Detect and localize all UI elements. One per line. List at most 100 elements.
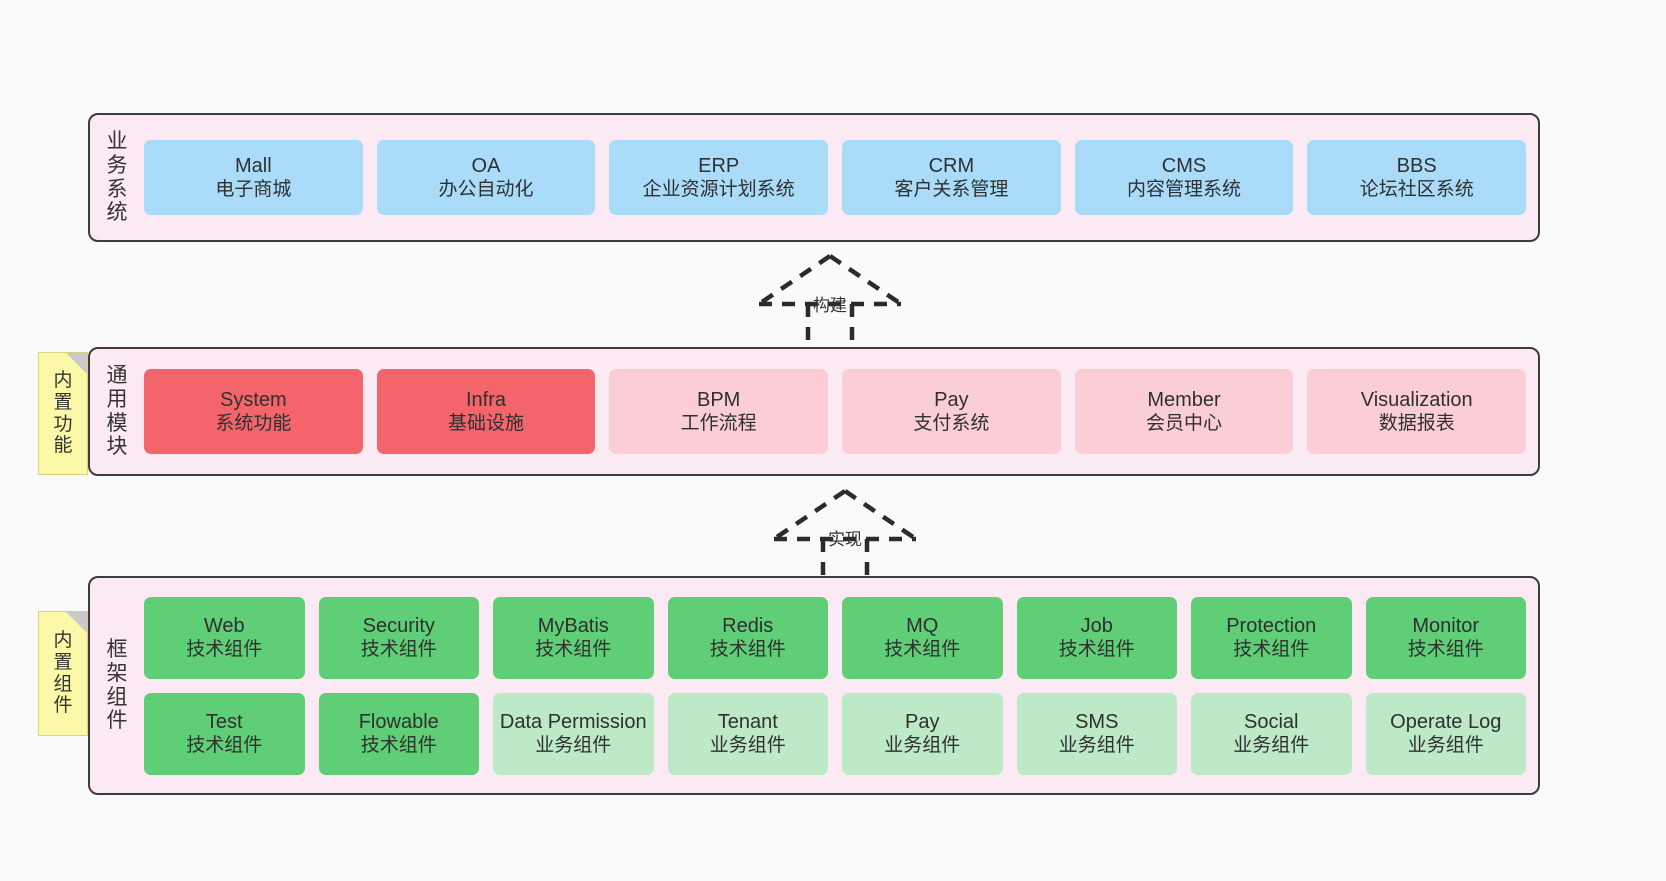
component-card-subtitle: 技术组件: [1407, 639, 1484, 661]
component-card-subtitle: 技术组件: [360, 639, 437, 661]
vertical-label-char: 统: [106, 201, 128, 225]
vertical-label-char: 架: [106, 661, 128, 685]
component-card-subtitle: 业务组件: [884, 735, 961, 757]
component-card-title: Monitor: [1412, 614, 1480, 637]
page-fold-icon: [66, 612, 87, 633]
component-card-subtitle: 技术组件: [186, 735, 263, 757]
arrow-build-label: 构建: [813, 296, 847, 315]
vertical-label-char: 通: [106, 364, 128, 388]
component-card-subtitle: 会员中心: [1146, 413, 1223, 435]
arrow-build: 构建: [755, 252, 905, 344]
component-card-subtitle: 业务组件: [709, 735, 786, 757]
vertical-label-char: 内: [53, 370, 73, 392]
component-card-title: Social: [1244, 710, 1299, 733]
arrow-build-glyph: [757, 254, 903, 344]
component-card-subtitle: 企业资源计划系统: [642, 179, 795, 201]
component-card-subtitle: 业务组件: [1233, 735, 1310, 757]
vertical-label-char: 组: [106, 685, 128, 709]
component-card-title: Job: [1080, 614, 1113, 637]
component-card-subtitle: 基础设施: [448, 413, 525, 435]
component-card-subtitle: 客户关系管理: [894, 179, 1009, 201]
layer-label-common-module: 通用模块: [102, 359, 132, 464]
note-built-in-components-label: 内置组件: [53, 630, 72, 717]
component-card-title: Pay: [934, 388, 969, 411]
arrow-implement-label: 实现: [828, 530, 862, 549]
component-card-subtitle: 业务组件: [535, 735, 612, 757]
component-card-title: ERP: [698, 154, 740, 177]
component-card-subtitle: 系统功能: [215, 413, 292, 435]
component-card-subtitle: 技术组件: [360, 735, 437, 757]
component-card-subtitle: 技术组件: [1233, 639, 1310, 661]
note-built-in-functions[interactable]: 内置功能: [38, 352, 88, 475]
layer-label-business-system: 业务系统: [102, 125, 132, 230]
vertical-label-char: 置: [53, 651, 73, 673]
note-built-in-functions-label: 内置功能: [53, 370, 72, 457]
arrow-implement: 实现: [770, 487, 920, 577]
component-card-title: Pay: [905, 710, 940, 733]
component-card-subtitle: 工作流程: [680, 413, 757, 435]
component-card-title: CRM: [928, 154, 975, 177]
component-card-title: Tenant: [717, 710, 778, 733]
component-card-title: Visualization: [1360, 388, 1473, 411]
component-card-subtitle: 技术组件: [709, 639, 786, 661]
component-card-title: CMS: [1161, 154, 1207, 177]
vertical-label-char: 系: [106, 177, 128, 201]
component-card-title: Flowable: [358, 710, 439, 733]
vertical-label-char: 件: [53, 695, 73, 717]
vertical-label-char: 件: [106, 709, 128, 733]
vertical-label-char: 务: [106, 153, 128, 177]
vertical-label-char: 置: [53, 391, 73, 413]
component-card-subtitle: 数据报表: [1378, 413, 1455, 435]
component-card-subtitle: 支付系统: [913, 413, 990, 435]
vertical-label-char: 组: [53, 673, 73, 695]
component-card-title: Member: [1147, 388, 1221, 411]
note-built-in-components[interactable]: 内置组件: [38, 611, 88, 736]
vertical-label-char: 模: [106, 411, 128, 435]
component-card-title: Data Permission: [499, 710, 647, 733]
arrow-implement-glyph: [772, 489, 918, 577]
page-fold-icon: [66, 353, 87, 374]
component-card-title: Test: [205, 710, 243, 733]
component-card-subtitle: 技术组件: [186, 639, 263, 661]
component-card-title: BPM: [697, 388, 741, 411]
component-card-title: Mall: [235, 154, 272, 177]
component-card-title: Infra: [465, 388, 507, 411]
